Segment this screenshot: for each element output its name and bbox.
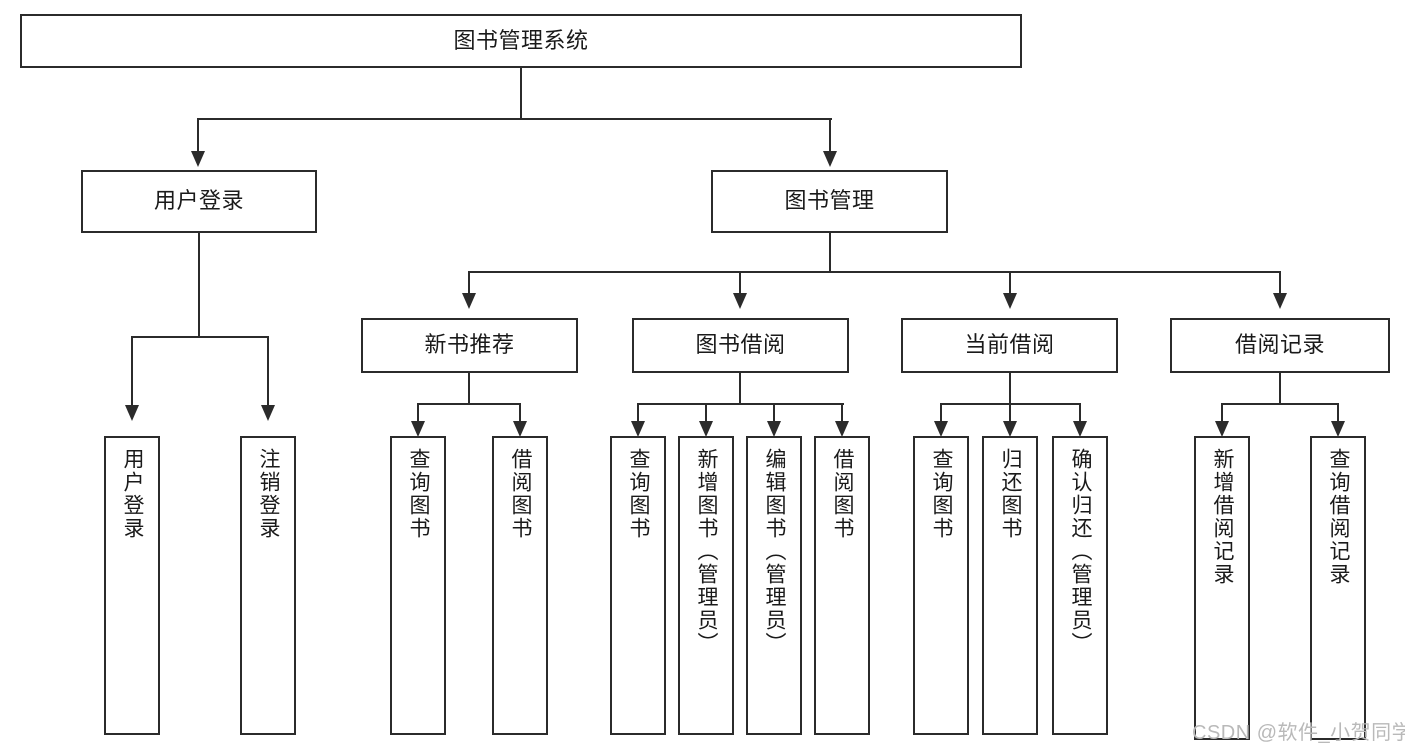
arrowhead-br-leaf-1	[1215, 421, 1229, 437]
arrowhead-user-login-leaf-1	[125, 405, 139, 421]
leaf-new-book-query-book[interactable]: 查询图书	[390, 436, 446, 735]
node-label: 当前借阅	[964, 332, 1055, 358]
arrowhead-bb-leaf-3	[767, 421, 781, 437]
leaf-book-borrow-add-book-admin[interactable]: 新增图书（管理员）	[678, 436, 734, 735]
csdn-watermark: CSDN @软件_小贺同学	[1192, 722, 1405, 744]
arrowhead-new-book-leaf-2	[513, 421, 527, 437]
edge-user-login-to-leaf-2	[267, 336, 269, 406]
arrowhead-bm-book-borrow	[733, 293, 747, 309]
node-label: 图书管理	[784, 188, 875, 214]
leaf-book-borrow-edit-book-admin[interactable]: 编辑图书（管理员）	[746, 436, 802, 735]
node-book-borrow[interactable]: 图书借阅	[632, 318, 849, 373]
leaf-book-borrow-borrow-book[interactable]: 借阅图书	[814, 436, 870, 735]
arrowhead-br-leaf-2	[1331, 421, 1345, 437]
leaf-user-login-login[interactable]: 用户登录	[104, 436, 160, 735]
leaf-borrow-record-add-record[interactable]: 新增借阅记录	[1194, 436, 1250, 740]
edge-new-book-bus	[418, 403, 521, 405]
arrowhead-bm-new-book	[462, 293, 476, 309]
arrowhead-cb-leaf-1	[934, 421, 948, 437]
leaf-book-borrow-query-book[interactable]: 查询图书	[610, 436, 666, 735]
edge-borrow-record-stem	[1279, 373, 1281, 404]
arrowhead-cb-leaf-2	[1003, 421, 1017, 437]
edge-user-login-to-leaf-1	[131, 336, 133, 406]
arrowhead-cb-leaf-3	[1073, 421, 1087, 437]
node-label: 用户登录	[121, 448, 145, 540]
edge-user-login-stem	[198, 233, 200, 337]
edge-borrow-record-bus	[1222, 403, 1339, 405]
node-label: 确认归还（管理员）	[1069, 448, 1093, 655]
node-label: 用户登录	[153, 188, 244, 214]
node-label: 编辑图书（管理员）	[763, 448, 787, 655]
node-label: 查询图书	[930, 448, 954, 540]
node-label: 归还图书	[999, 448, 1023, 540]
node-label: 查询图书	[407, 448, 431, 540]
arrowhead-new-book-leaf-1	[411, 421, 425, 437]
edge-br-to-leaf-1	[1221, 403, 1223, 422]
leaf-new-book-borrow-book[interactable]: 借阅图书	[492, 436, 548, 735]
node-label: 新增借阅记录	[1211, 448, 1235, 586]
arrowhead-bb-leaf-1	[631, 421, 645, 437]
edge-new-book-stem	[468, 373, 470, 404]
arrowhead-bm-current-borrow	[1003, 293, 1017, 309]
edge-current-borrow-bus	[941, 403, 1081, 405]
arrowhead-bb-leaf-4	[835, 421, 849, 437]
node-label: 注销登录	[257, 448, 281, 540]
edge-cb-to-leaf-1	[940, 403, 942, 422]
node-current-borrow[interactable]: 当前借阅	[901, 318, 1118, 373]
edge-bm-to-book-borrow	[739, 271, 741, 294]
arrowhead-bm-borrow-record	[1273, 293, 1287, 309]
node-label: 新增图书（管理员）	[695, 448, 719, 655]
edge-br-to-leaf-2	[1337, 403, 1339, 422]
edge-current-borrow-stem	[1009, 373, 1011, 404]
arrowhead-root-to-book-management	[823, 151, 837, 167]
edge-cb-to-leaf-3	[1079, 403, 1081, 422]
edge-root-stem	[520, 68, 522, 119]
node-label: 查询借阅记录	[1327, 448, 1351, 586]
edge-book-borrow-bus	[638, 403, 844, 405]
edge-new-book-to-leaf-2	[519, 403, 521, 422]
node-label: 借阅图书	[509, 448, 533, 540]
edge-bb-to-leaf-3	[773, 403, 775, 422]
edge-bm-to-current-borrow	[1009, 271, 1011, 294]
edge-root-to-user-login	[197, 118, 199, 152]
edge-book-borrow-stem	[739, 373, 741, 404]
edge-bm-to-new-book	[468, 271, 470, 294]
edge-bm-to-borrow-record	[1279, 271, 1281, 294]
node-new-book-recommend[interactable]: 新书推荐	[361, 318, 578, 373]
node-user-login[interactable]: 用户登录	[81, 170, 317, 233]
arrowhead-bb-leaf-2	[699, 421, 713, 437]
edge-root-bus	[198, 118, 832, 120]
edge-bb-to-leaf-1	[637, 403, 639, 422]
arrowhead-user-login-leaf-2	[261, 405, 275, 421]
edge-user-login-bus	[132, 336, 269, 338]
leaf-current-borrow-query-book[interactable]: 查询图书	[913, 436, 969, 735]
node-label: 查询图书	[627, 448, 651, 540]
node-label: 图书借阅	[695, 332, 786, 358]
edge-book-management-stem	[829, 233, 831, 272]
node-label: 图书管理系统	[453, 27, 589, 53]
edge-cb-to-leaf-2	[1009, 403, 1011, 422]
edge-bb-to-leaf-2	[705, 403, 707, 422]
edge-book-management-bus	[469, 271, 1281, 273]
node-label: 借阅记录	[1234, 332, 1325, 358]
leaf-user-login-logout[interactable]: 注销登录	[240, 436, 296, 735]
node-book-management[interactable]: 图书管理	[711, 170, 948, 233]
edge-new-book-to-leaf-1	[417, 403, 419, 422]
arrowhead-root-to-user-login	[191, 151, 205, 167]
leaf-borrow-record-query-record[interactable]: 查询借阅记录	[1310, 436, 1366, 740]
node-label: 借阅图书	[831, 448, 855, 540]
leaf-current-borrow-confirm-return-admin[interactable]: 确认归还（管理员）	[1052, 436, 1108, 735]
node-label: 新书推荐	[424, 332, 515, 358]
node-borrow-record[interactable]: 借阅记录	[1170, 318, 1390, 373]
edge-bb-to-leaf-4	[841, 403, 843, 422]
edge-root-to-book-management	[829, 118, 831, 152]
node-root-book-management-system[interactable]: 图书管理系统	[20, 14, 1022, 68]
leaf-current-borrow-return-book[interactable]: 归还图书	[982, 436, 1038, 735]
